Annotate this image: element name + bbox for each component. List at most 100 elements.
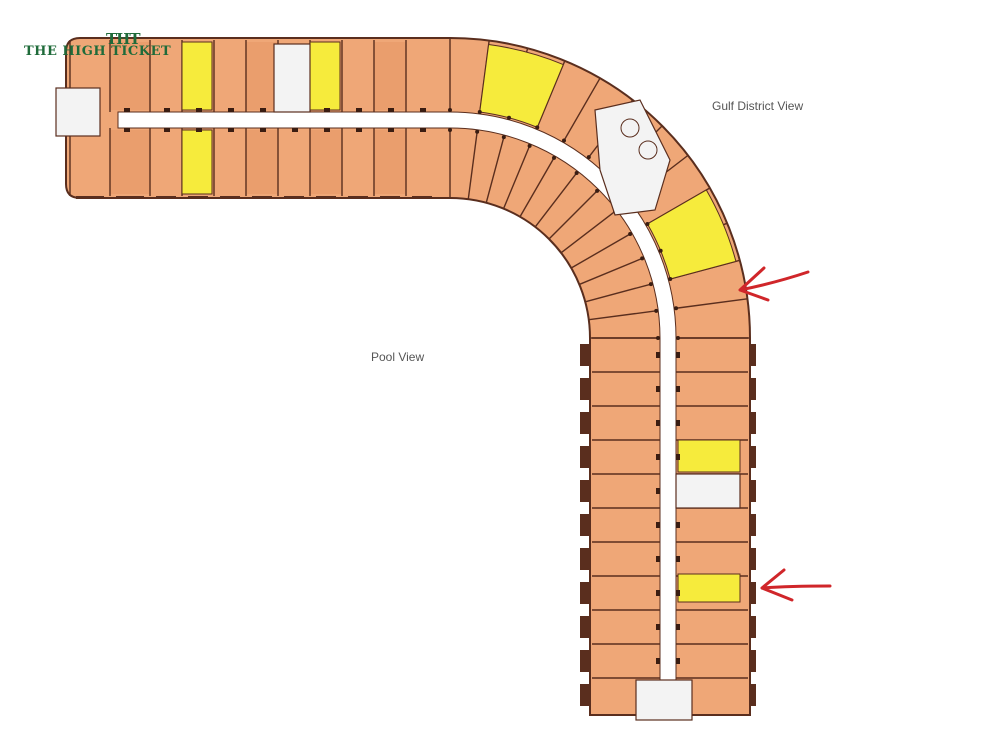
- balcony-mark: [116, 196, 144, 199]
- door-mark: [388, 108, 394, 112]
- door-mark: [595, 188, 600, 193]
- balcony-mark: [252, 196, 272, 199]
- door-mark: [420, 108, 426, 112]
- door-mark: [656, 386, 660, 392]
- balcony-mark: [750, 616, 756, 638]
- door-mark: [507, 115, 512, 120]
- highlighted-unit: [479, 43, 564, 129]
- door-mark: [501, 135, 506, 140]
- door-mark: [656, 352, 660, 358]
- partition-line: [562, 77, 601, 143]
- door-mark: [164, 128, 170, 132]
- door-mark: [676, 624, 680, 630]
- balcony-mark: [750, 446, 756, 468]
- balcony-mark: [76, 196, 104, 199]
- balcony-mark: [220, 196, 240, 199]
- balcony-mark: [750, 548, 756, 570]
- door-mark: [356, 108, 362, 112]
- door-mark: [574, 170, 579, 175]
- corner-stair-a: [620, 118, 640, 138]
- balcony-mark: [380, 196, 400, 199]
- balcony-mark: [580, 344, 590, 366]
- door-mark: [676, 352, 680, 358]
- balcony-mark: [156, 196, 176, 199]
- door-mark: [228, 128, 234, 132]
- corner-core: [594, 99, 671, 216]
- balcony-mark: [750, 650, 756, 672]
- highlighted-unit: [677, 573, 741, 603]
- gulf-district-view-label: Gulf District View: [712, 99, 804, 113]
- door-mark: [586, 155, 591, 160]
- door-mark: [448, 128, 452, 132]
- door-mark: [676, 522, 680, 528]
- door-mark: [164, 108, 170, 112]
- partition-line: [534, 170, 579, 228]
- pool-view-label: Pool View: [371, 350, 425, 364]
- balcony-mark: [750, 344, 756, 366]
- highlighted-unit: [646, 189, 737, 280]
- balcony-mark: [750, 684, 756, 706]
- door-mark: [656, 336, 660, 340]
- door-mark: [475, 129, 480, 134]
- unit-shade: [374, 42, 406, 110]
- balcony-mark: [580, 480, 590, 502]
- balcony-mark: [750, 412, 756, 434]
- door-mark: [260, 108, 266, 112]
- unit-shade: [110, 130, 150, 194]
- logo-text: THE HIGH TICKET: [24, 44, 172, 59]
- highlighted-unit: [181, 129, 213, 195]
- balcony-mark: [580, 616, 590, 638]
- balcony-mark: [750, 480, 756, 502]
- door-mark: [656, 488, 660, 494]
- door-mark: [448, 108, 452, 112]
- unit-shade: [374, 130, 406, 194]
- highlighted-unit: [309, 41, 341, 111]
- balcony-mark: [580, 514, 590, 536]
- door-mark: [656, 522, 660, 528]
- door-mark: [676, 590, 680, 596]
- partition-line: [570, 232, 633, 269]
- door-mark: [228, 108, 234, 112]
- partition-line: [673, 298, 748, 310]
- door-mark: [527, 143, 532, 148]
- door-mark: [535, 125, 540, 130]
- unit-shade: [246, 130, 278, 194]
- balcony-mark: [580, 412, 590, 434]
- red-arrow-icon: [760, 568, 832, 602]
- door-mark: [658, 248, 663, 253]
- door-mark: [324, 128, 330, 132]
- balcony-mark: [750, 582, 756, 604]
- door-mark: [124, 128, 130, 132]
- balconies: [76, 196, 756, 706]
- door-mark: [676, 454, 680, 460]
- partition-line: [502, 143, 532, 209]
- unit-shade: [246, 42, 278, 110]
- door-mark: [292, 128, 298, 132]
- highlighted-unit: [181, 41, 213, 111]
- balcony-mark: [316, 196, 336, 199]
- red-arrow-icon: [738, 266, 810, 302]
- balcony-mark: [580, 446, 590, 468]
- unit-shade: [110, 42, 150, 110]
- partition-line: [467, 129, 479, 200]
- door-mark: [420, 128, 426, 132]
- balcony-mark: [412, 196, 432, 199]
- brand-logo: THT THE HIGH TICKET: [24, 30, 204, 64]
- door-mark: [674, 306, 679, 311]
- corridor-doors: [84, 108, 680, 698]
- door-mark: [656, 556, 660, 562]
- balcony-mark: [580, 582, 590, 604]
- north-core: [273, 43, 311, 113]
- highlighted-unit: [677, 439, 741, 473]
- door-mark: [676, 556, 680, 562]
- door-mark: [640, 256, 645, 261]
- door-mark: [196, 108, 202, 112]
- unit-shade: [310, 130, 342, 194]
- partition-line: [560, 209, 618, 254]
- west-core: [55, 87, 101, 137]
- partition-line: [548, 189, 599, 240]
- corner-stair-b: [638, 140, 658, 160]
- east-core: [675, 473, 741, 509]
